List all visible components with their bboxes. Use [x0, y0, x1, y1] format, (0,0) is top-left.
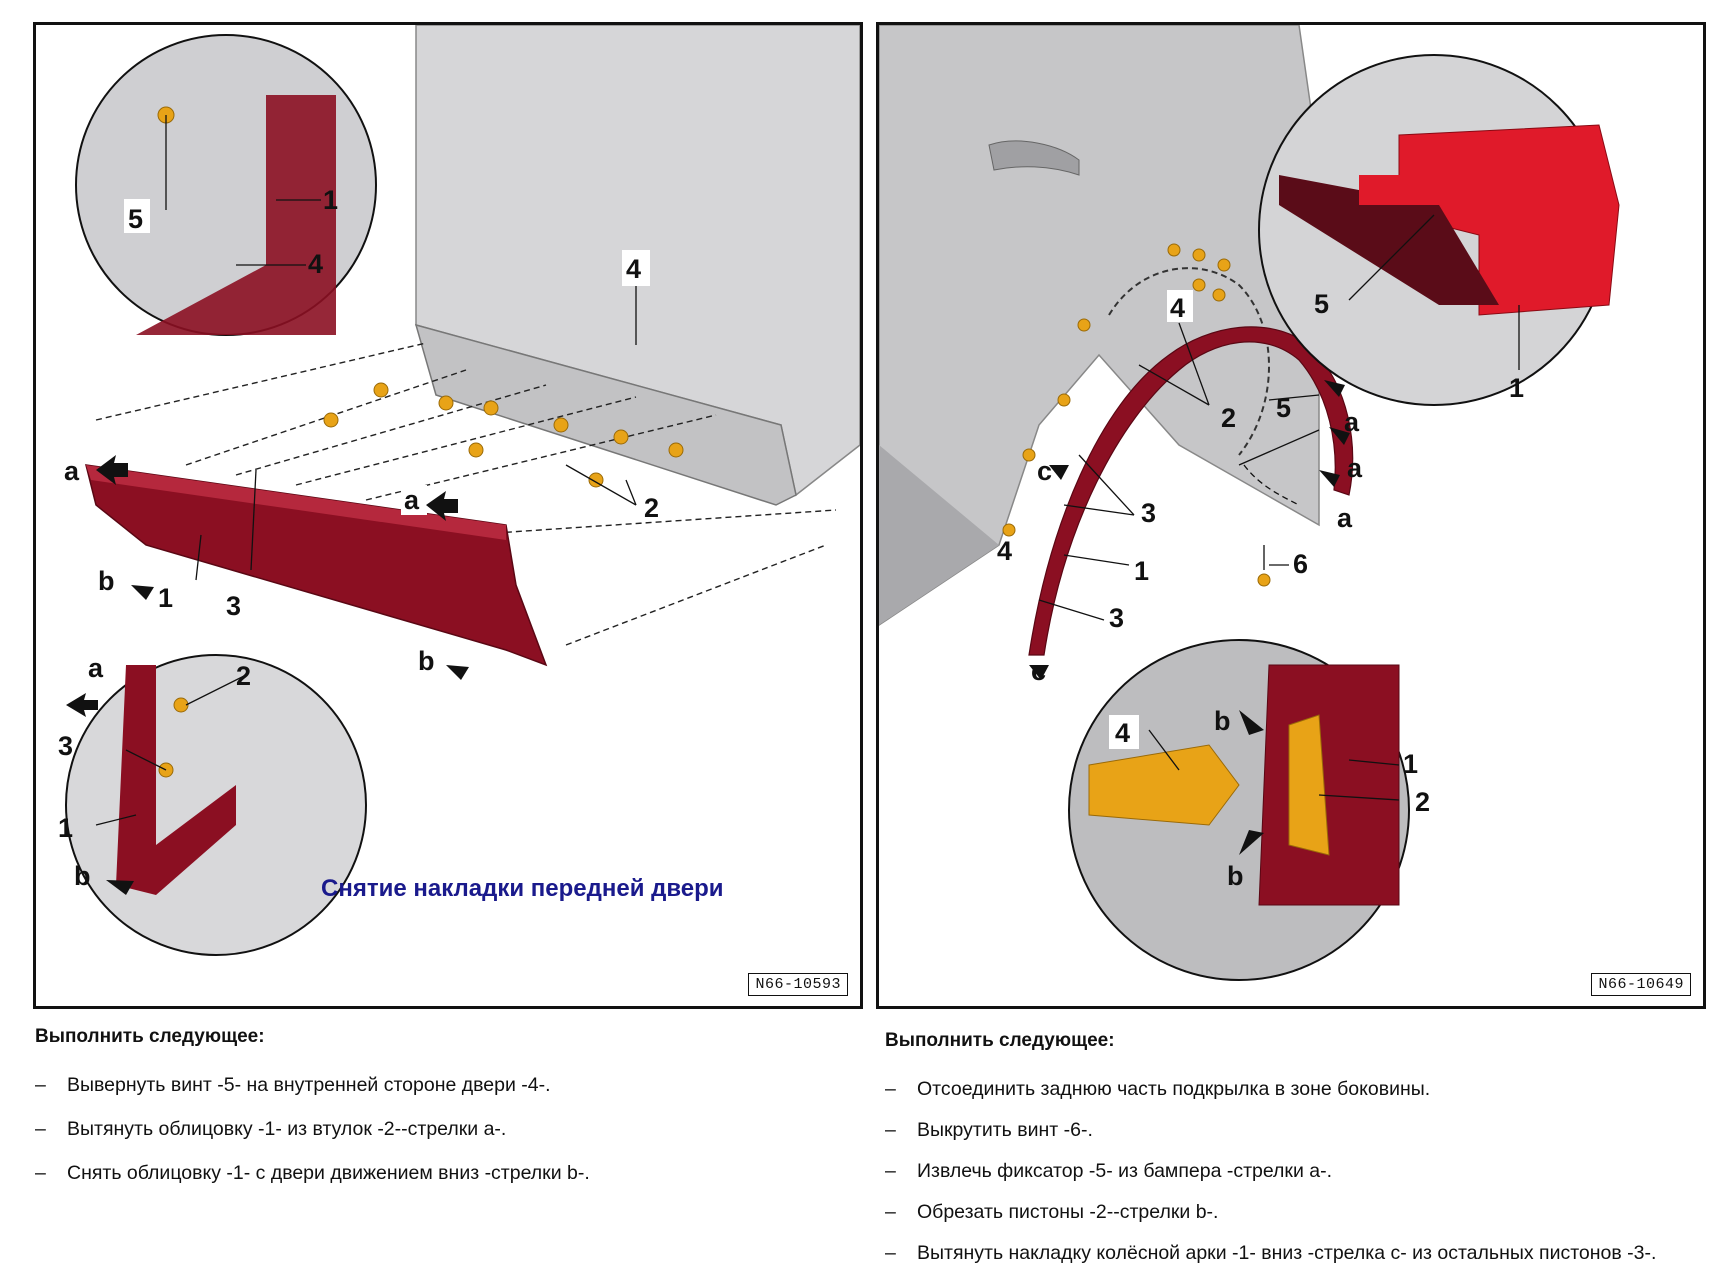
label-1-arch: 1	[1134, 556, 1149, 586]
label-1-top: 1	[323, 185, 338, 215]
door-trim-panel	[85, 464, 548, 667]
right-illustration-panel: 4 2 5 a a a c 3 1 3 4 6 c 5 1 4 b b 1 2 …	[876, 22, 1706, 1009]
label-a-1: a	[1344, 407, 1360, 437]
callout-lines	[95, 115, 637, 826]
label-3: 3	[226, 591, 241, 621]
figure-code: N66-10649	[1591, 973, 1691, 996]
label-4-lower: 4	[997, 536, 1012, 566]
figure-caption: Снятие накладки передней двери	[321, 875, 724, 902]
instructions-left: Выполнить следующее: Вывернуть винт -5- …	[35, 1026, 865, 1206]
clips	[1002, 243, 1271, 587]
steps-list: Вывернуть винт -5- на внутренней стороне…	[35, 1074, 865, 1185]
label-a-2: a	[1347, 453, 1363, 483]
label-a-left: a	[64, 456, 80, 486]
label-5-zoom: 5	[1314, 289, 1329, 319]
step-item: Извлечь фиксатор -5- из бампера -стрелки…	[885, 1160, 1710, 1183]
label-4-arch: 4	[1170, 293, 1185, 323]
steps-list: Отсоединить заднюю часть подкрылка в зон…	[885, 1078, 1710, 1265]
label-2-zoom: 2	[236, 661, 251, 691]
left-illustration-panel: 1 4 5 4 2 1 3 a a b b a 2 3 1 b Снятие н…	[33, 22, 863, 1009]
step-item: Отсоединить заднюю часть подкрылка в зон…	[885, 1078, 1710, 1101]
clips	[323, 382, 684, 488]
door-handle	[988, 140, 1080, 176]
arrows	[1029, 380, 1350, 855]
label-1-zoom: 1	[1509, 373, 1524, 403]
label-4-door: 4	[626, 254, 641, 284]
step-item: Вытянуть облицовку -1- из втулок -2--стр…	[35, 1118, 865, 1141]
label-c-upper: c	[1037, 456, 1052, 486]
callout-lines	[1038, 214, 1520, 801]
door-lower-edge	[414, 323, 797, 506]
label-5-arch: 5	[1276, 393, 1291, 423]
label-b-upper: b	[1214, 706, 1231, 736]
label-b-right: b	[418, 646, 435, 676]
label-5: 5	[128, 204, 143, 234]
instructions-right: Выполнить следующее: Отсоединить заднюю …	[885, 1030, 1710, 1283]
label-b-zoom: b	[74, 861, 91, 891]
label-b-lower: b	[1227, 861, 1244, 891]
label-a-right: a	[404, 485, 420, 515]
figure-code: N66-10593	[748, 973, 848, 996]
door-trim-top-edge	[86, 465, 506, 540]
label-b-left: b	[98, 566, 115, 596]
wheel-arch-illustration: 4 2 5 a a a c 3 1 3 4 6 c 5 1 4 b b 1 2	[879, 25, 1620, 981]
step-item: Снять облицовку -1- с двери движением вн…	[35, 1162, 865, 1185]
label-1-zoom: 1	[58, 813, 73, 843]
label-a-3: a	[1337, 503, 1353, 533]
label-4-zoom: 4	[1115, 718, 1130, 748]
step-item: Вытянуть накладку колёсной арки -1- вниз…	[885, 1242, 1710, 1265]
step-item: Выкрутить винт -6-.	[885, 1119, 1710, 1142]
door-trim-illustration: 1 4 5 4 2 1 3 a a b b a 2 3 1 b	[58, 25, 860, 956]
label-1-trim: 1	[158, 583, 173, 613]
label-3-zoom: 3	[58, 731, 73, 761]
label-a-zoom: a	[88, 653, 104, 683]
label-3-upper: 3	[1141, 498, 1156, 528]
label-1-lower-zoom: 1	[1403, 749, 1418, 779]
label-2: 2	[644, 493, 659, 523]
label-3-lower: 3	[1109, 603, 1124, 633]
instructions-heading: Выполнить следующее:	[885, 1030, 1115, 1051]
instructions-heading: Выполнить следующее:	[35, 1026, 265, 1047]
label-4-top: 4	[308, 249, 323, 279]
arrows	[66, 455, 469, 895]
label-2-arch: 2	[1221, 403, 1236, 433]
step-item: Обрезать пистоны -2--стрелки b-.	[885, 1201, 1710, 1224]
label-2-lower-zoom: 2	[1415, 787, 1430, 817]
label-6: 6	[1293, 549, 1308, 579]
step-item: Вывернуть винт -5- на внутренней стороне…	[35, 1074, 865, 1097]
